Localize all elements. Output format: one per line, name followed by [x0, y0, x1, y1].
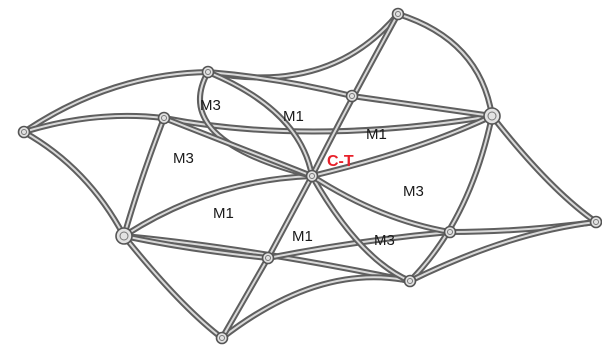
- rod-2: [21, 129, 127, 239]
- joint-1: [201, 65, 215, 79]
- rod-highlight-10: [409, 221, 597, 282]
- region-label-m3-d: M3: [374, 232, 395, 249]
- joint-10: [589, 215, 602, 229]
- rod-highlight-6: [491, 115, 597, 223]
- joint-0: [17, 125, 31, 139]
- region-label-m3-b: M3: [173, 150, 194, 167]
- joint-11: [403, 274, 417, 288]
- region-label-m3-a: M3: [200, 97, 221, 114]
- joint-core-6: [309, 173, 315, 179]
- rod-highlight-0: [23, 71, 209, 133]
- joint-5: [483, 107, 501, 125]
- rod-highlight-13: [163, 115, 493, 133]
- joint-core-3: [395, 11, 401, 17]
- rod-highlight-20: [311, 13, 399, 177]
- rod-highlight-7: [409, 115, 493, 282]
- rod-highlight-27: [123, 117, 165, 237]
- joint-core-9: [447, 229, 453, 235]
- joint-network: [17, 7, 602, 345]
- region-label-m3-c: M3: [403, 183, 424, 200]
- joint-6: [305, 169, 319, 183]
- rod-highlight-1: [23, 114, 165, 133]
- region-label-m1-a: M1: [283, 108, 304, 125]
- joint-4: [345, 89, 359, 103]
- joint-core-1: [205, 69, 211, 75]
- joint-core-4: [349, 93, 355, 99]
- region-label-m1-b: M1: [366, 126, 387, 143]
- joint-7: [115, 227, 133, 245]
- joint-core-11: [407, 278, 413, 284]
- joint-8: [261, 251, 275, 265]
- rod-highlight-12: [221, 276, 411, 339]
- rod-highlight-14: [351, 95, 493, 117]
- joint-core-7: [119, 231, 129, 241]
- rod-4: [395, 11, 495, 119]
- region-label-m1-c: M1: [213, 205, 234, 222]
- rod-highlight-19: [163, 117, 313, 177]
- joint-2: [157, 111, 171, 125]
- joint-core-10: [593, 219, 599, 225]
- joint-core-0: [21, 129, 27, 135]
- joint-12: [215, 331, 229, 345]
- rod-highlight-15: [123, 175, 313, 237]
- rod-highlight-9: [123, 235, 411, 282]
- joint-9: [443, 225, 457, 239]
- rod-network: [21, 11, 599, 341]
- rod-highlight-4: [397, 13, 493, 117]
- joint-core-2: [161, 115, 167, 121]
- joint-core-12: [219, 335, 225, 341]
- rod-highlight-16: [123, 235, 269, 259]
- rod-highlight-11: [123, 235, 223, 339]
- region-label-m1-d: M1: [292, 228, 313, 245]
- connection-type-label: C-T: [327, 153, 354, 170]
- rod-highlight-5: [207, 71, 353, 97]
- rod-highlight-2: [23, 131, 125, 237]
- rod-highlight-25: [221, 257, 269, 339]
- joint-3: [391, 7, 405, 21]
- rod-highlight-21: [311, 115, 493, 177]
- joint-core-8: [265, 255, 271, 261]
- rod-6: [489, 113, 599, 225]
- rod-highlight-23: [311, 175, 451, 233]
- joint-core-5: [487, 111, 497, 121]
- rod-highlight-26: [207, 71, 313, 177]
- rod-highlight-22: [311, 175, 411, 282]
- rod-highlight-24: [267, 175, 313, 259]
